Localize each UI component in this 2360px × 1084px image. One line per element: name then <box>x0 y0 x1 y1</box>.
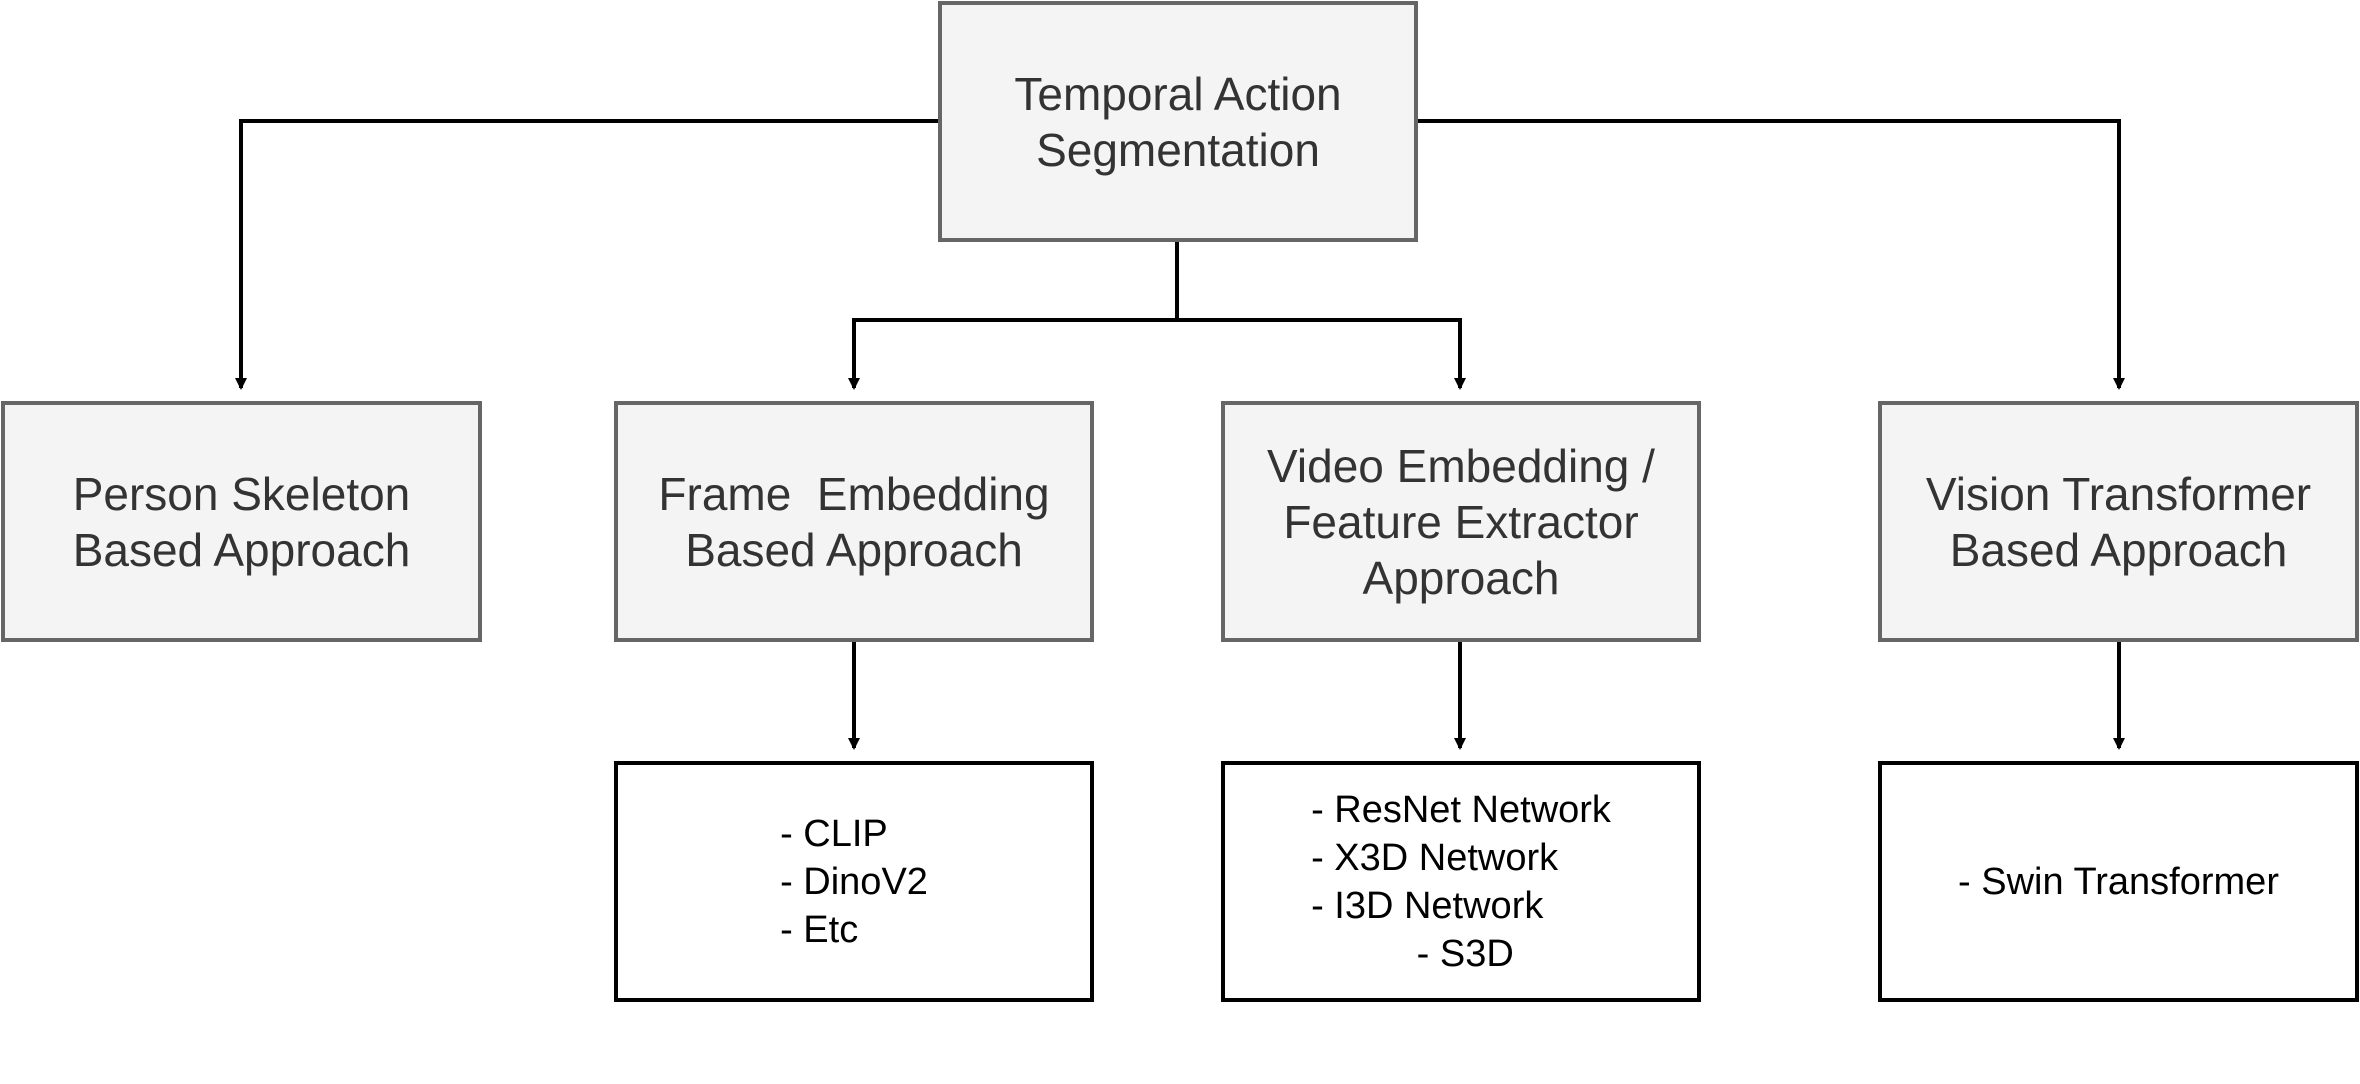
detail-list-text: - CLIP - DinoV2 - Etc <box>780 812 928 951</box>
root-node-label: Temporal Action Segmentation <box>1014 67 1342 176</box>
detail-list-vision-transformer: - Swin Transformer <box>1878 761 2359 1002</box>
category-person-skeleton: Person Skeleton Based Approach <box>1 401 482 642</box>
detail-list-video-embedding: - ResNet Network - X3D Network - I3D Net… <box>1221 761 1701 1002</box>
detail-list-text: - ResNet Network - X3D Network - I3D Net… <box>1311 788 1611 975</box>
arrow-root-to-vision-transformer <box>1418 119 2125 390</box>
root-node-temporal-action-segmentation: Temporal Action Segmentation <box>938 1 1418 242</box>
category-video-embedding: Video Embedding / Feature Extractor Appr… <box>1221 401 1701 642</box>
category-label: Person Skeleton Based Approach <box>72 467 411 576</box>
detail-list-text: - Swin Transformer <box>1958 860 2279 903</box>
category-label: Video Embedding / Feature Extractor Appr… <box>1267 439 1655 604</box>
detail-list-frame-embedding: - CLIP - DinoV2 - Etc <box>614 761 1094 1002</box>
category-label: Vision Transformer Based Approach <box>1925 467 2312 576</box>
category-label: Frame Embedding Based Approach <box>658 467 1050 576</box>
arrow-root-to-skeleton <box>235 119 938 390</box>
category-vision-transformer: Vision Transformer Based Approach <box>1878 401 2359 642</box>
category-frame-embedding: Frame Embedding Based Approach <box>614 401 1094 642</box>
